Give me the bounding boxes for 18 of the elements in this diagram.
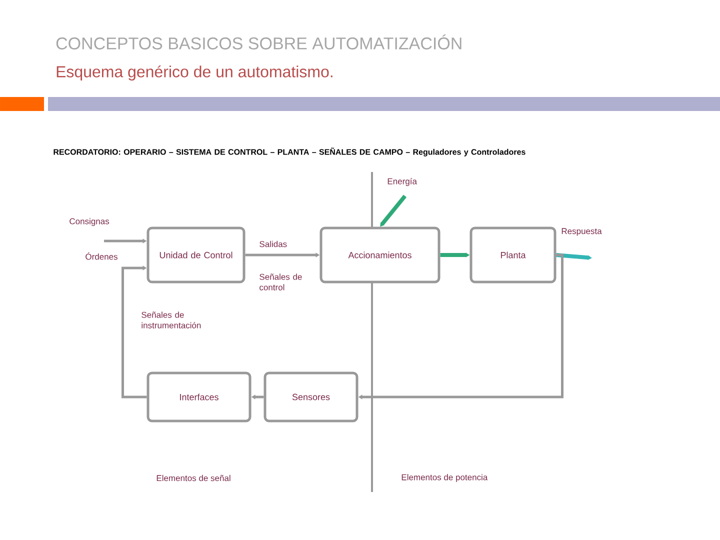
- subtitle: Esquema genérico de un automatismo.: [56, 65, 332, 81]
- arrow: [122, 266, 147, 398]
- process-box: Interfaces: [146, 372, 252, 422]
- label-text: Consignas: [70, 218, 110, 226]
- label-text: Energía: [388, 178, 417, 186]
- title: CONCEPTOS BASICOS SOBRE AUTOMATIZACIÓN: [56, 34, 462, 50]
- note-text: RECORDATORIO: OPERARIO – SISTEMA DE CONTROL – PLANTA – SEÑALES DE CAMPO – Reguladores y Controladores: [54, 148, 526, 156]
- edge-label: Respuesta: [562, 228, 602, 236]
- label-text: Señales de control: [260, 274, 302, 290]
- process-box: Unidad de Control: [146, 226, 246, 284]
- process-box: Accionamientos: [320, 226, 440, 284]
- label-text: Órdenes: [86, 252, 118, 260]
- process-box: Sensores: [264, 372, 358, 422]
- process-box: Planta: [470, 226, 556, 284]
- label-text: Salidas: [260, 240, 287, 248]
- label-text: Elementos de señal: [156, 474, 230, 482]
- label-text: Señales de instrumentación: [142, 312, 201, 328]
- label-text: Elementos de potencia: [402, 474, 488, 482]
